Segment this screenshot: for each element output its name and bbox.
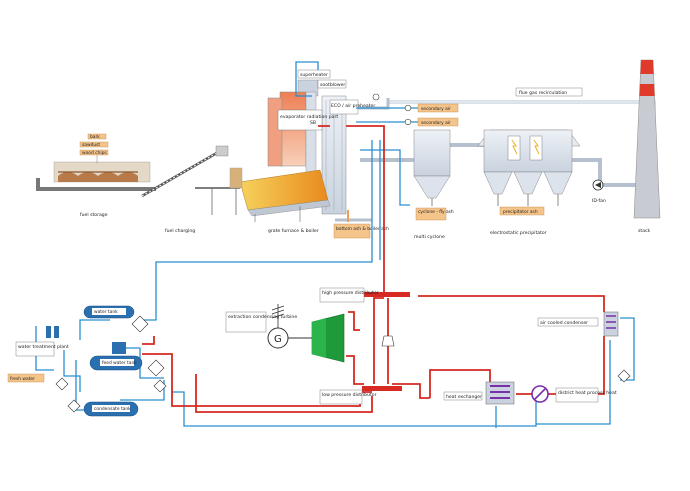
extraction-turbine-label: extraction condensing turbine xyxy=(228,314,297,320)
grate-furnace-label: grate furnace & boiler xyxy=(268,228,319,234)
district-heat-label: district heat process heat xyxy=(558,390,617,396)
id-fan-label: ID-fan xyxy=(592,198,606,204)
heat-exchanger-label: heat exchanger xyxy=(446,394,482,400)
wood-chips-label: wood chips xyxy=(82,150,107,156)
air-cooled-condenser: air cooled condenser xyxy=(537,311,619,337)
fuel-charging-label: fuel charging xyxy=(165,228,195,234)
superheater-label: superheater xyxy=(300,72,328,78)
sootblower-label: sootblower xyxy=(320,82,345,88)
bottom-ash-label: bottom ash & boiler ash xyxy=(336,226,389,232)
electrostatic-precipitator-label: electrostatic precipitator xyxy=(490,230,547,236)
flue-gas-recirculation-label: flue gas recirculation xyxy=(519,90,567,96)
water-lines xyxy=(35,61,635,428)
turbine-generator: G extraction condensing turbine xyxy=(225,304,395,363)
id-fan-stack: ID-fan stack xyxy=(592,59,661,234)
secondary-air-2-label: secondary air xyxy=(421,120,451,126)
eco-label: ECO / air preheater xyxy=(331,103,375,109)
water-treatment-plant-label: water treatment plant xyxy=(18,344,69,350)
electrostatic-precipitator: precipitator ash electrostatic precipita… xyxy=(477,129,581,236)
evaporator-label: evaporator radiation part xyxy=(280,114,338,120)
cyclone-fly-ash-label: cyclone - fly ash xyxy=(418,209,454,215)
multi-cyclone-label: multi cyclone xyxy=(414,234,445,240)
condensate-tank-label: condensate tank xyxy=(94,406,131,412)
water-tanks: water tank feed water tank condensate ta… xyxy=(7,305,143,417)
fuel-charging-conveyor: fuel charging xyxy=(141,145,240,234)
bottom-ash: bottom ash & boiler ash xyxy=(333,210,389,239)
fuel-storage: bark sawdust wood chips fuel storage xyxy=(36,133,156,218)
heat-exchanger: heat exchanger district heat process hea… xyxy=(443,381,617,405)
high-pressure-distributor: high pressure distributor xyxy=(319,287,410,303)
bark-label: bark xyxy=(90,134,100,140)
low-pressure-distributor: low pressure distributor xyxy=(319,386,402,405)
precipitator-ash-label: precipitator ash xyxy=(503,209,538,215)
boiler-furnace: evaporator radiation part superheater so… xyxy=(229,69,375,234)
water-tank-label: water tank xyxy=(94,309,118,315)
high-pressure-distributor-label: high pressure distributor xyxy=(322,290,379,296)
feed-water-tank-label: feed water tank xyxy=(102,360,137,366)
sb-label: SB xyxy=(310,120,316,126)
secondary-air: secondary air secondary air flue gas rec… xyxy=(356,87,583,127)
multi-cyclone: cyclone - fly ash multi cyclone xyxy=(413,129,454,240)
pumps xyxy=(55,315,631,413)
generator-symbol: G xyxy=(274,334,282,345)
fuel-storage-label: fuel storage xyxy=(80,212,108,218)
air-cooled-condenser-label: air cooled condenser xyxy=(540,320,588,326)
sawdust-label: sawdust xyxy=(82,142,100,148)
secondary-air-1-label: secondary air xyxy=(421,106,451,112)
stack-label: stack xyxy=(638,228,651,234)
low-pressure-distributor-label: low pressure distributor xyxy=(322,392,377,398)
fresh-water-label: fresh water xyxy=(10,376,35,382)
